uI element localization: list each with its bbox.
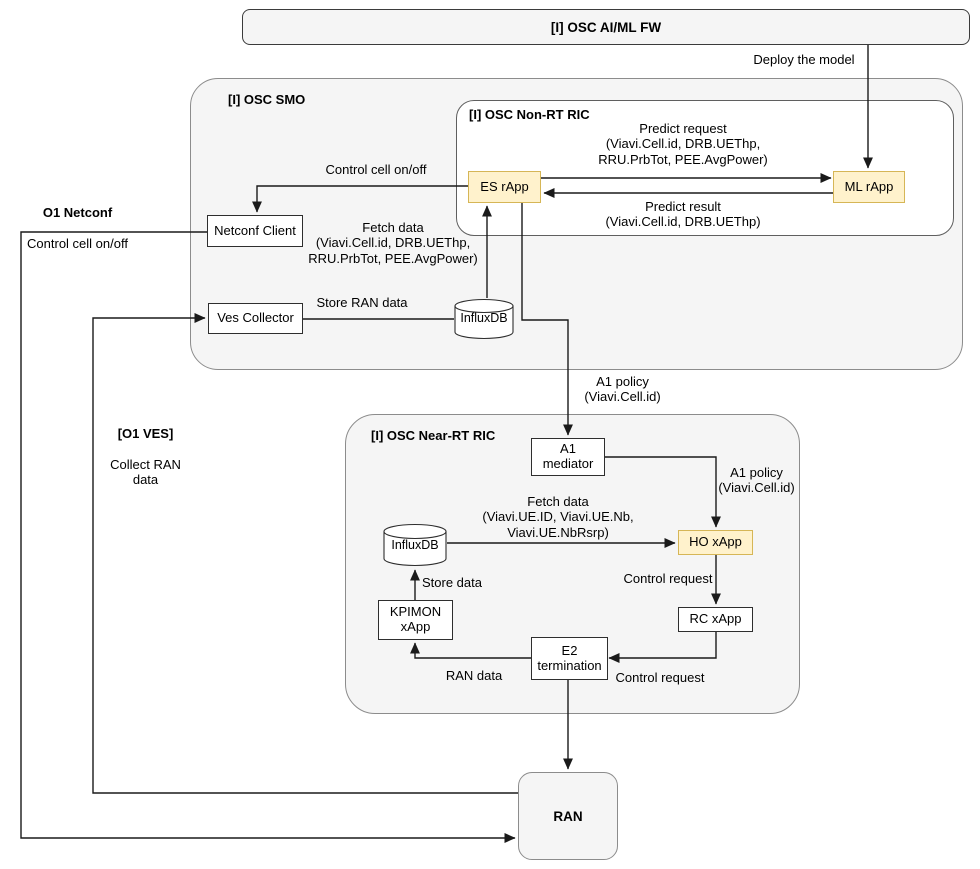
a1-policy-right-label: A1 policy (Viavi.Cell.id) (718, 465, 795, 496)
deploy-model-label: Deploy the model (753, 52, 855, 67)
e2-termination-node: E2 termination (531, 637, 608, 680)
netconf-client-node: Netconf Client (207, 215, 303, 247)
ml-rapp-node: ML rApp (833, 171, 905, 203)
arrow-control-cell (251, 185, 468, 213)
kpimon-xapp-node: KPIMON xApp (378, 600, 453, 640)
predict-result-label: Predict result (Viavi.Cell.id, DRB.UEThp… (605, 199, 761, 230)
influxdb-smo-label: InfluxDB (460, 311, 508, 325)
ves-collector-node: Ves Collector (208, 303, 303, 334)
osc-smo-title: [I] OSC SMO (228, 92, 306, 107)
osc-nonrt-ric-title: [I] OSC Non-RT RIC (469, 107, 590, 122)
o1-netconf-sub: Control cell on/off (27, 235, 128, 251)
osc-nearrt-ric-title: [I] OSC Near-RT RIC (371, 428, 496, 443)
a1-mediator-node: A1 mediator (531, 438, 605, 476)
arrow-a1-policy-down (521, 203, 574, 436)
influxdb-nearrt-label: InfluxDB (391, 538, 439, 552)
arrow-ran-to-ves (92, 312, 518, 794)
arrow-o1-netconf-to-ran (20, 231, 516, 844)
fetch-data-smo-label: Fetch data (Viavi.Cell.id, DRB.UEThp, RR… (308, 220, 478, 266)
ran-data-label: RAN data (445, 668, 503, 683)
store-ran-data-label: Store RAN data (316, 295, 408, 310)
a1-policy-down-label: A1 policy (Viavi.Cell.id) (584, 374, 661, 405)
control-cell-label: Control cell on/off (325, 162, 427, 177)
fetch-data-nearrt-label: Fetch data (Viavi.UE.ID, Viavi.UE.Nb, Vi… (482, 494, 634, 540)
o1-netconf-title: O1 Netconf (42, 205, 113, 221)
arrow-e2-to-kpimon (409, 642, 531, 659)
cylinder-shape (383, 523, 447, 567)
influxdb-smo-cylinder: InfluxDB (454, 298, 514, 340)
control-request-e2-label: Control request (615, 670, 705, 685)
influxdb-nearrt-cylinder: InfluxDB (383, 523, 447, 567)
rc-xapp-node: RC xApp (678, 607, 753, 632)
osc-aiml-fw-box: [I] OSC AI/ML FW (242, 9, 970, 45)
cylinder-shape (454, 298, 514, 340)
o1-ves-label: [O1 VES] Collect RAN data (98, 411, 193, 488)
ho-xapp-node: HO xApp (678, 530, 753, 555)
predict-request-label: Predict request (Viavi.Cell.id, DRB.UETh… (598, 121, 768, 167)
arrow-rc-to-e2 (608, 632, 717, 664)
store-data-label: Store data (422, 575, 482, 590)
es-rapp-node: ES rApp (468, 171, 541, 203)
o1-ves-sub: Collect RAN data (110, 456, 181, 488)
ran-node: RAN (518, 772, 618, 860)
o1-netconf-label: O1 Netconf Control cell on/off (10, 190, 145, 251)
control-request-ho-label: Control request (623, 571, 713, 586)
o1-ves-title: [O1 VES] (117, 426, 174, 442)
arrow-a1-policy-to-ho (605, 456, 722, 528)
